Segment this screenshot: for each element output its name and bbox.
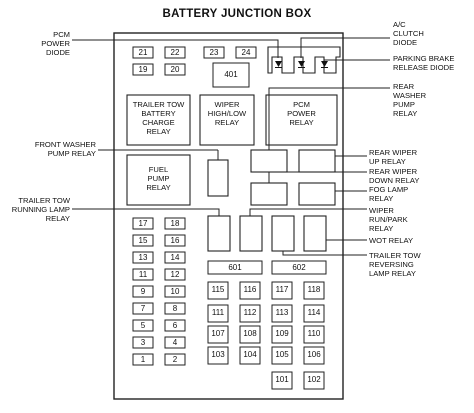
leader-rear-wiper-down bbox=[268, 171, 367, 183]
fuse-label: 11 bbox=[138, 270, 148, 279]
fuse-label: 102 bbox=[307, 375, 321, 384]
fuse-label: 110 bbox=[307, 329, 321, 338]
fuse-label: 10 bbox=[170, 287, 180, 296]
wiper-high-low-relay bbox=[199, 94, 255, 146]
fuse-label: 15 bbox=[138, 236, 148, 245]
fuse-label: 117 bbox=[275, 285, 289, 294]
fuse-label: 18 bbox=[170, 219, 180, 228]
trailer-tow-reversing-lamp-relay-box bbox=[271, 215, 295, 252]
fuse-label: 105 bbox=[275, 350, 289, 359]
fuse-label: 21 bbox=[138, 48, 148, 57]
leader-trailer-reversing bbox=[282, 251, 367, 256]
fuse-label: 602 bbox=[292, 263, 306, 272]
leader-rear-washer bbox=[268, 87, 390, 150]
fuse-19 bbox=[132, 63, 154, 76]
relay-label-fuel-pump: FUEL PUMP RELAY bbox=[146, 165, 171, 192]
fuse-label: 2 bbox=[172, 355, 178, 364]
fuse-20 bbox=[164, 63, 186, 76]
callout-front-washer-pump-relay: FRONT WASHER PUMP RELAY bbox=[34, 140, 96, 158]
rear-wiper-down-relay-box bbox=[250, 182, 288, 206]
leader-trailer-running bbox=[72, 208, 220, 216]
fuse-label: 20 bbox=[170, 65, 180, 74]
fuse-label: 3 bbox=[140, 338, 146, 347]
fuse-label: 108 bbox=[243, 329, 257, 338]
rear-wiper-up-relay-box bbox=[298, 149, 336, 173]
fuse-24 bbox=[235, 46, 257, 59]
fuse-21 bbox=[132, 46, 154, 59]
fuse-label: 8 bbox=[172, 304, 178, 313]
fuse-401 bbox=[212, 62, 250, 88]
trailer-tow-battery-charge-relay bbox=[126, 94, 191, 146]
fuel-pump-relay bbox=[126, 154, 191, 206]
fuse-label: 109 bbox=[275, 329, 289, 338]
wiper-run-park-relay-box bbox=[239, 215, 263, 252]
fuse-label: 1 bbox=[140, 355, 146, 364]
fuse-label: 16 bbox=[170, 236, 180, 245]
callout-pcm-power-diode: PCM POWER DIODE bbox=[41, 30, 70, 57]
callout-ac-clutch-diode: A/C CLUTCH DIODE bbox=[393, 20, 424, 47]
leader-ac-clutch bbox=[300, 37, 390, 58]
leader-pcm-diode bbox=[72, 39, 279, 58]
fuse-label: 101 bbox=[275, 375, 289, 384]
fuse-label: 107 bbox=[211, 329, 225, 338]
fuse-label: 116 bbox=[243, 285, 257, 294]
fuse-label: 12 bbox=[170, 270, 180, 279]
fuse-label: 9 bbox=[140, 287, 146, 296]
fuse-label: 24 bbox=[241, 48, 251, 57]
fuse-label: 114 bbox=[307, 308, 321, 317]
fuse-22 bbox=[164, 46, 186, 59]
fuse-label: 7 bbox=[140, 304, 146, 313]
fuse-label: 23 bbox=[209, 48, 219, 57]
callout-rear-wiper-down-relay: REAR WIPER DOWN RELAY bbox=[369, 167, 420, 185]
callout-wot-relay: WOT RELAY bbox=[369, 236, 414, 245]
callout-fog-lamp-relay: FOG LAMP RELAY bbox=[369, 185, 409, 203]
fuse-label: 104 bbox=[243, 350, 257, 359]
pcm-power-relay-box bbox=[265, 94, 338, 146]
trailer-tow-running-lamp-relay-box bbox=[207, 215, 231, 252]
relay-label-wiper-high-low: WIPER HIGH/LOW RELAY bbox=[207, 100, 247, 127]
fuse-label: 111 bbox=[211, 308, 225, 317]
fuse-label: 17 bbox=[138, 219, 148, 228]
fuse-label: 19 bbox=[138, 65, 148, 74]
rear-washer-pump-relay-box bbox=[250, 149, 288, 173]
diagram-title: BATTERY JUNCTION BOX bbox=[162, 8, 312, 20]
fuse-label: 14 bbox=[170, 253, 180, 262]
fuse-23 bbox=[203, 46, 225, 59]
callout-wiper-run-park-relay: WIPER RUN/PARK RELAY bbox=[369, 206, 408, 233]
fuse-label: 106 bbox=[307, 350, 321, 359]
fuse-label: 113 bbox=[275, 308, 289, 317]
relay-label-pcm-power: PCM POWER RELAY bbox=[287, 100, 316, 127]
fuse-label: 601 bbox=[228, 263, 242, 272]
fuse-601 bbox=[207, 260, 263, 275]
fuse-602 bbox=[271, 260, 327, 275]
fuse-label: 115 bbox=[211, 285, 225, 294]
fuse-label: 22 bbox=[170, 48, 180, 57]
fuse-label: 118 bbox=[307, 285, 321, 294]
fuse-label: 13 bbox=[138, 253, 148, 262]
callout-rear-washer-pump-relay: REAR WASHER PUMP RELAY bbox=[393, 82, 427, 118]
center-fuse-grid bbox=[207, 281, 325, 390]
front-washer-pump-relay-box bbox=[207, 159, 229, 197]
fuse-label: 6 bbox=[172, 321, 178, 330]
left-fuse-column bbox=[132, 217, 186, 366]
relay-label-trailer-tow-battery: TRAILER TOW BATTERY CHARGE RELAY bbox=[132, 100, 185, 136]
fuse-label: 103 bbox=[211, 350, 225, 359]
fuse-label: 5 bbox=[140, 321, 146, 330]
fuse-label: 401 bbox=[224, 70, 238, 79]
diode-block bbox=[267, 46, 341, 74]
callout-rear-wiper-up-relay: REAR WIPER UP RELAY bbox=[369, 148, 418, 166]
fog-lamp-relay-box bbox=[298, 182, 336, 206]
callout-trailer-tow-reversing-lamp-relay: TRAILER TOW REVERSING LAMP RELAY bbox=[369, 251, 421, 278]
callout-parking-brake-release-diode: PARKING BRAKE RELEASE DIODE bbox=[393, 54, 455, 72]
callout-trailer-tow-running-lamp-relay: TRAILER TOW RUNNING LAMP RELAY bbox=[11, 196, 70, 223]
fuse-label: 4 bbox=[172, 338, 178, 347]
fuse-label: 112 bbox=[243, 308, 257, 317]
wot-relay-box bbox=[303, 215, 327, 252]
leader-wiper-run-park bbox=[249, 208, 367, 216]
